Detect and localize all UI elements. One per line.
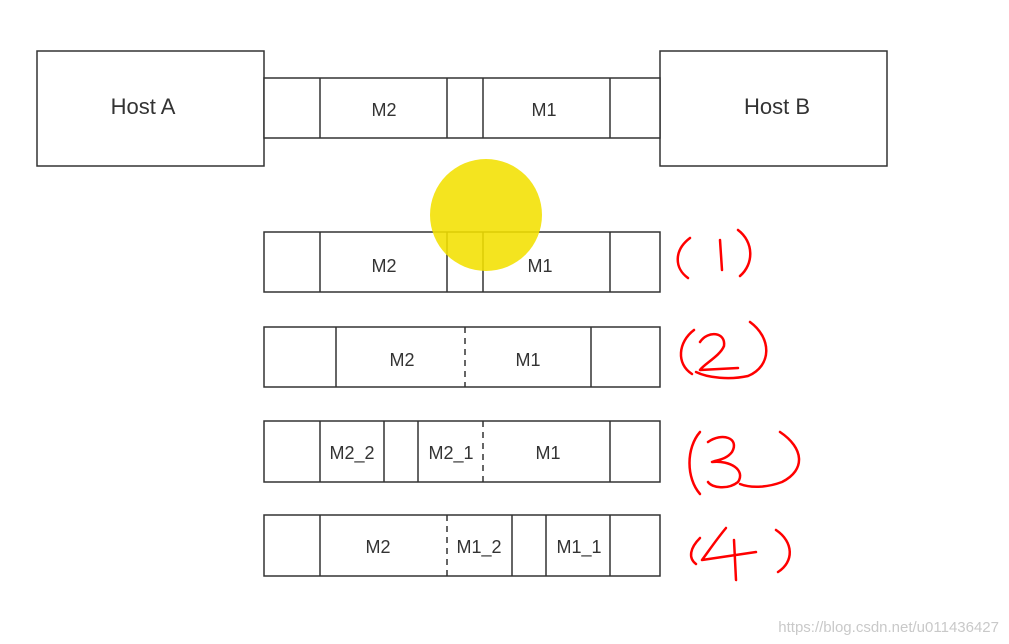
host-b-box <box>659 50 888 167</box>
case-2-m1: M1 <box>515 350 540 370</box>
case-3-m2-2: M2_2 <box>329 443 374 464</box>
case-3-m1: M1 <box>535 443 560 463</box>
annotation-case-2 <box>679 320 768 380</box>
annotation-3-digit <box>706 435 742 489</box>
host-a-label: Host A <box>111 94 176 119</box>
annotation-4-digit-stroke-a <box>700 526 758 562</box>
annotation-3-left-paren <box>688 430 702 496</box>
annotation-case-1 <box>676 228 752 280</box>
annotation-2-right-paren <box>694 320 768 380</box>
top-stream: M2 M1 <box>263 77 661 139</box>
annotation-4-right-paren <box>774 528 791 574</box>
annotation-1-left-paren <box>676 236 692 280</box>
case-4-box <box>263 514 661 577</box>
cursor-highlight-circle <box>430 159 542 271</box>
top-stream-box <box>263 77 661 139</box>
case-1-m2: M2 <box>371 256 396 276</box>
watermark: https://blog.csdn.net/u011436427 <box>778 619 999 636</box>
annotation-1-right-paren <box>736 228 752 278</box>
top-stream-m2: M2 <box>371 100 396 120</box>
case-4-m1-1: M1_1 <box>556 537 601 558</box>
case-3-stream: M2_2 M2_1 M1 <box>263 420 661 483</box>
host-a-box <box>36 50 265 167</box>
case-4-m2: M2 <box>365 537 390 557</box>
case-4-m1-2: M1_2 <box>456 537 501 558</box>
case-3-m2-1: M2_1 <box>428 443 473 464</box>
annotation-3-right-paren <box>738 430 801 488</box>
annotation-4-digit-stroke-b <box>732 538 738 582</box>
annotation-1-digit <box>718 238 724 272</box>
case-2-stream: M2 M1 <box>263 326 661 388</box>
case-4-stream: M2 M1_2 M1_1 <box>263 514 661 577</box>
annotation-case-4 <box>689 526 791 582</box>
annotation-4-left-paren <box>689 536 702 566</box>
host-b-label: Host B <box>744 94 810 119</box>
annotation-2-digit <box>698 333 740 372</box>
top-stream-m1: M1 <box>531 100 556 120</box>
case-2-box <box>263 326 661 388</box>
case-2-m2: M2 <box>389 350 414 370</box>
annotation-case-3 <box>688 430 801 496</box>
case-3-box <box>263 420 661 483</box>
case-1-m1: M1 <box>527 256 552 276</box>
annotation-2-left-paren <box>679 328 696 376</box>
